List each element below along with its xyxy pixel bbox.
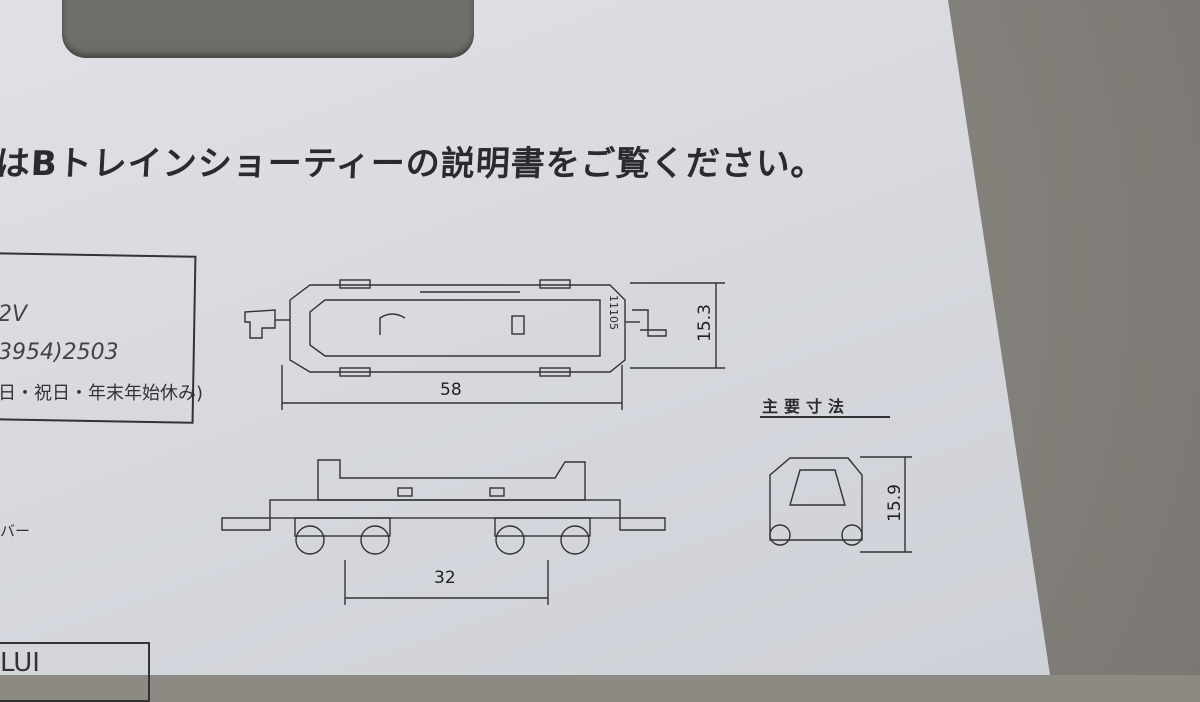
front-height-dimension: 15.9 (884, 484, 905, 522)
info-voltage: 2V (0, 302, 28, 327)
side-view-chassis (221, 459, 666, 555)
chassis-drawings (221, 279, 912, 605)
top-height-dimension: 15.3 (694, 304, 715, 342)
bottom-text: LUI (0, 648, 40, 678)
info-phone: 3954)2503 (0, 340, 119, 365)
dimension-lines (281, 282, 912, 605)
top-view-chassis (244, 279, 667, 377)
info-hours: 日・祝日・年末年始休み) (0, 383, 204, 404)
side-text: バー (0, 522, 31, 540)
hanger-cutout (62, 0, 474, 58)
package-card (0, 0, 1050, 675)
front-view-chassis (769, 457, 863, 546)
length-dimension: 58 (440, 380, 462, 400)
dimensions-caption: 主要寸法 (762, 397, 851, 416)
model-number: 11105 (607, 295, 620, 330)
wheelbase-dimension: 32 (434, 568, 456, 588)
